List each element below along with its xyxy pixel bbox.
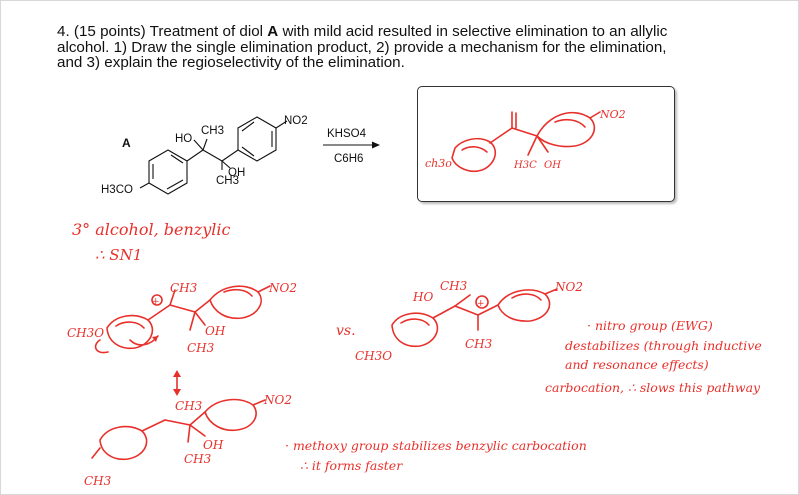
nitro-line-2: destabilizes (through inductive (565, 338, 762, 353)
box-h3c-text: H3C (513, 160, 537, 171)
diol-label: A (267, 23, 279, 40)
alt-plus: + (477, 299, 485, 309)
res-ch3-low: CH3 (184, 452, 212, 466)
mech-no2: NO2 (268, 281, 297, 295)
nitrophenyl-ring (237, 116, 277, 162)
diol-a-structure: A H3CO HO CH3 OH CH3 NO2 (101, 115, 308, 196)
res-ch3: CH3 (175, 399, 203, 413)
no2-label: NO2 (284, 115, 308, 127)
mech-ch3: CH3 (170, 281, 198, 295)
reagent-label: KHSO4 (327, 128, 367, 140)
methoxy-line-2: ∴ it forms faster (300, 458, 403, 473)
handwritten-resonance-structure: CH3 NO2 OH CH3 CH3 (84, 393, 292, 488)
oh-label: OH (228, 167, 245, 179)
alt-ho: HO (412, 290, 433, 304)
res-oh: OH (203, 438, 224, 452)
answer-box (417, 86, 675, 202)
resonance-arrow (173, 370, 181, 396)
solvent-label: C6H6 (334, 153, 363, 165)
question-number: 4. (57, 23, 70, 40)
question-points: (15 points) (73, 23, 146, 40)
methoxy-line-1: · methoxy group stabilizes benzylic carb… (285, 438, 587, 453)
handwritten-alternative-cation: + HO CH3 NO2 CH3O CH3 (355, 279, 583, 363)
ch3-top-label: CH3 (201, 125, 224, 137)
ch3-bottom-label: CH3 (216, 175, 239, 187)
reaction-arrow: KHSO4 C6H6 (323, 128, 380, 165)
question-text-2: with mild acid resulted in selective eli… (57, 23, 668, 72)
nitro-line-3: and resonance effects) (565, 357, 709, 372)
res-ch3-o: CH3 (84, 474, 112, 488)
alt-ch3o: CH3O (355, 349, 392, 363)
mech-ch3o: CH3O (67, 326, 104, 340)
mech-ch3-low: CH3 (187, 341, 215, 355)
mech-oh: OH (205, 324, 226, 338)
box-oh-text: OH (544, 160, 561, 171)
nitro-line-1: · nitro group (EWG) (587, 318, 713, 333)
ho-label: HO (175, 133, 192, 145)
structure-a-label: A (122, 136, 131, 150)
mech-plus: + (152, 297, 160, 307)
box-no2-text: NO2 (599, 108, 626, 121)
vs-text: vs. (336, 323, 356, 339)
alt-ch3-low: CH3 (465, 337, 493, 351)
question-4: 4. (15 points) Treatment of diol A with … (57, 24, 757, 71)
res-no2: NO2 (263, 393, 292, 407)
methoxyphenyl-ring (148, 149, 188, 195)
box-ch3o-text: ch3o (425, 157, 452, 170)
handwritten-explanation: · nitro group (EWG) destabilizes (throug… (285, 318, 762, 473)
handwritten-product: ch3o NO2 H3C OH (425, 108, 626, 173)
handwritten-cation-mechanism: + CH3 NO2 OH CH3 CH3O (67, 281, 297, 355)
nitro-line-4: carbocation, ∴ slows this pathway (545, 380, 761, 395)
h3co-label: H3CO (101, 184, 133, 196)
note-tertiary-benzylic: 3° alcohol, benzylic (72, 220, 230, 239)
alt-no2: NO2 (554, 280, 583, 294)
note-sn1: ∴ SN1 (95, 246, 142, 264)
question-text-1: Treatment of diol (149, 23, 268, 40)
alt-ch3: CH3 (440, 279, 468, 293)
